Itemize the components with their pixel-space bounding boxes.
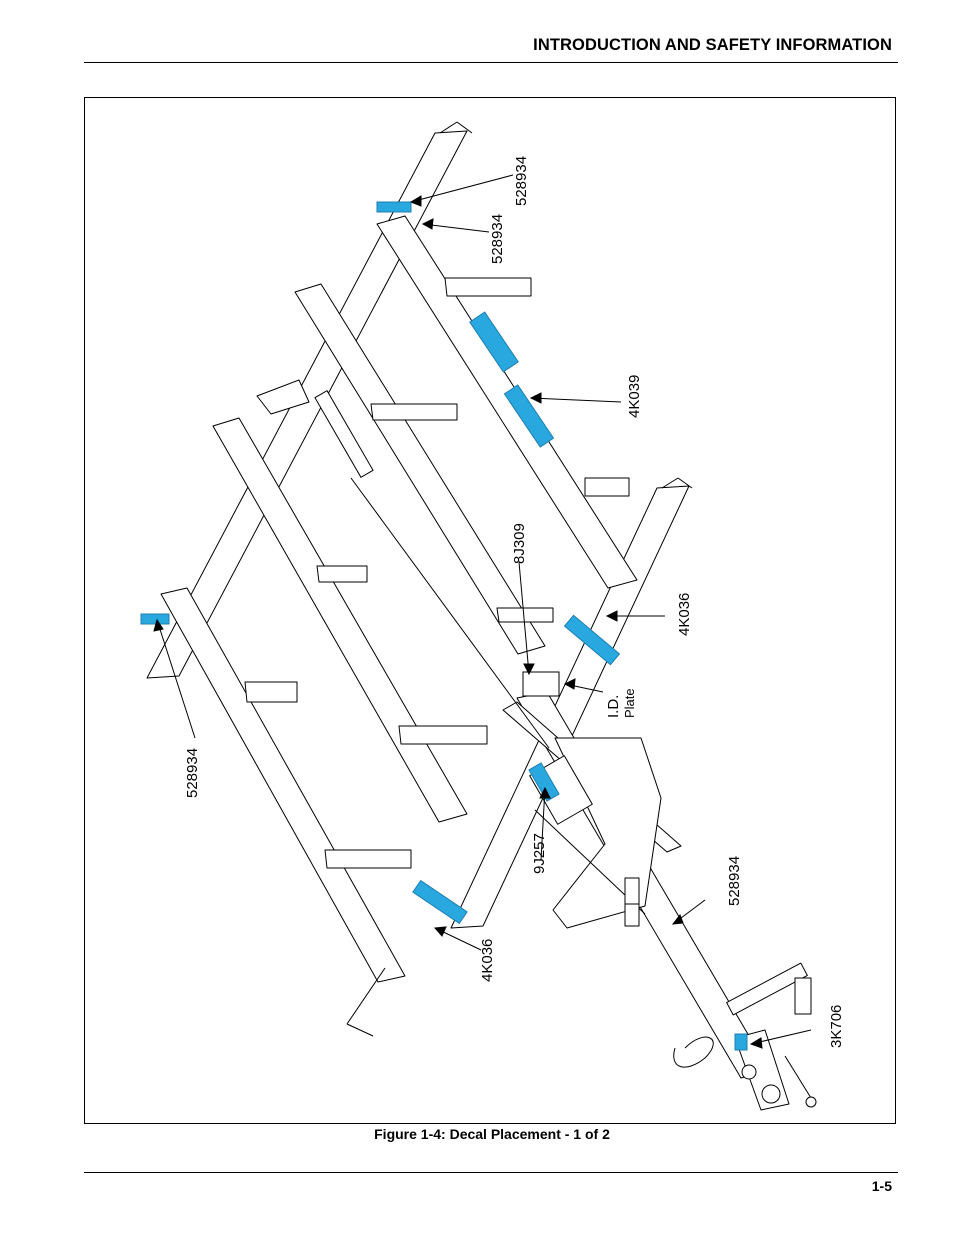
rail-second xyxy=(294,283,546,655)
callout-9J257: 9J257 xyxy=(531,833,548,874)
decal-4K039-logo xyxy=(469,311,519,373)
footer-rule xyxy=(84,1172,898,1173)
section-title: INTRODUCTION AND SAFETY INFORMATION xyxy=(533,36,892,54)
crossbar-upper xyxy=(146,130,468,679)
callout-528934-left: 528934 xyxy=(184,748,201,798)
decal-528934-left xyxy=(140,613,170,625)
figure-frame: 528934 528934 528934 4K039 4K036 8J309 I… xyxy=(84,97,896,1124)
callout-8J309: 8J309 xyxy=(511,523,528,564)
figure-caption: Figure 1-4: Decal Placement - 1 of 2 xyxy=(374,1126,610,1142)
callout-4K036-right: 4K036 xyxy=(676,593,693,636)
callout-id-plate-line1: I.D. xyxy=(605,695,622,718)
callout-528934-tongue: 528934 xyxy=(726,856,743,906)
crossbar-middle xyxy=(450,485,690,929)
decal-4K036-lower xyxy=(412,879,468,925)
callout-id-plate-line2: Plate xyxy=(622,688,637,718)
rail-third xyxy=(212,417,468,823)
decal-markers xyxy=(140,201,748,1051)
page-number: 1-5 xyxy=(871,1178,892,1194)
callout-528934-top-outer: 528934 xyxy=(513,156,530,206)
rail-bottom xyxy=(160,587,406,983)
callout-3K706: 3K706 xyxy=(828,1005,845,1048)
header-rule xyxy=(84,62,898,63)
decal-3K706 xyxy=(734,1033,748,1051)
decal-528934-top xyxy=(376,201,412,213)
decal-4K036-right xyxy=(563,614,621,666)
callout-4K039: 4K039 xyxy=(626,375,643,418)
decal-placement-drawing: 528934 528934 528934 4K039 4K036 8J309 I… xyxy=(140,121,845,1111)
callout-528934-top-inner: 528934 xyxy=(489,214,506,264)
decal-8J309 xyxy=(522,671,560,697)
decal-9J257 xyxy=(528,762,560,802)
decal-4K039-stripe xyxy=(503,384,555,448)
callout-4K036-lower: 4K036 xyxy=(479,939,496,982)
rail-top xyxy=(376,215,638,589)
